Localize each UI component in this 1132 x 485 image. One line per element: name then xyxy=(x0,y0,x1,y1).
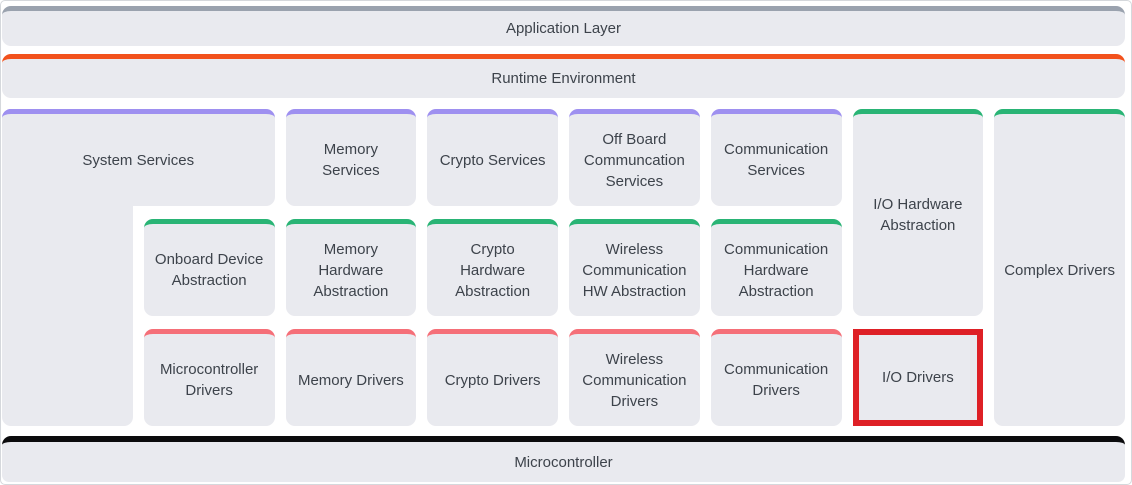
application-layer-label: Application Layer xyxy=(505,20,622,37)
block-wireless-communication-drivers: Wireless Communication Drivers xyxy=(569,329,700,426)
block-onboard-device-abstraction: Onboard Device Abstraction xyxy=(143,219,275,316)
block-onboard-device-abstraction-label: Onboard Device Abstraction xyxy=(154,251,264,289)
runtime-environment-bar: Runtime Environment xyxy=(2,54,1125,98)
block-offboard-communcation-services-label: Off Board Communcation Services xyxy=(583,130,685,190)
block-io-hardware-abstraction: I/O Hardware Abstraction xyxy=(852,109,984,316)
block-communication-hardware-abstraction-label: Communication Hardware Abstraction xyxy=(724,240,829,300)
block-offboard-communcation-services: Off Board Communcation Services xyxy=(569,109,700,206)
block-communication-services: Communication Services xyxy=(710,109,842,206)
block-crypto-services: Crypto Services xyxy=(427,109,558,206)
block-communication-drivers: Communication Drivers xyxy=(710,329,842,426)
microcontroller-label: Microcontroller xyxy=(514,453,613,471)
block-io-hardware-abstraction-label: I/O Hardware Abstraction xyxy=(873,196,963,234)
block-wireless-communication-drivers-label: Wireless Communication Drivers xyxy=(582,350,687,410)
application-layer-bar: Application Layer xyxy=(2,6,1125,46)
runtime-environment-label: Runtime Environment xyxy=(491,70,636,87)
microcontroller-bar: Microcontroller xyxy=(2,436,1125,482)
block-microcontroller-drivers-label: Microcontroller Drivers xyxy=(159,361,259,399)
block-crypto-services-label: Crypto Services xyxy=(439,151,546,169)
block-io-drivers: I/O Drivers xyxy=(852,329,984,426)
block-memory-hardware-abstraction-label: Memory Hardware Abstraction xyxy=(313,240,389,300)
block-microcontroller-drivers: Microcontroller Drivers xyxy=(143,329,275,426)
block-system-services: System Services xyxy=(2,109,275,206)
block-io-drivers-label: I/O Drivers xyxy=(882,369,954,386)
block-wireless-communication-hw-abstraction-label: Wireless Communication HW Abstraction xyxy=(582,240,687,300)
block-memory-services-label: Memory Services xyxy=(322,141,380,179)
block-complex-drivers: Complex Drivers xyxy=(994,109,1125,426)
basic-software-grid: System Services Memory Services Crypto Ser… xyxy=(2,109,1125,426)
block-crypto-hardware-abstraction: Crypto Hardware Abstraction xyxy=(427,219,558,316)
block-memory-drivers: Memory Drivers xyxy=(285,329,417,426)
block-memory-drivers-label: Memory Drivers xyxy=(297,371,404,389)
block-communication-hardware-abstraction: Communication Hardware Abstraction xyxy=(710,219,842,316)
block-communication-drivers-label: Communication Drivers xyxy=(724,361,829,399)
block-crypto-drivers-label: Crypto Drivers xyxy=(444,371,541,389)
block-crypto-hardware-abstraction-label: Crypto Hardware Abstraction xyxy=(455,240,531,300)
block-system-services-label: System Services xyxy=(82,151,195,169)
block-communication-services-label: Communication Services xyxy=(724,141,829,179)
block-memory-hardware-abstraction: Memory Hardware Abstraction xyxy=(285,219,417,316)
block-memory-services: Memory Services xyxy=(285,109,417,206)
block-wireless-communication-hw-abstraction: Wireless Communication HW Abstraction xyxy=(569,219,700,316)
block-complex-drivers-label: Complex Drivers xyxy=(1004,261,1116,279)
block-crypto-drivers: Crypto Drivers xyxy=(427,329,558,426)
